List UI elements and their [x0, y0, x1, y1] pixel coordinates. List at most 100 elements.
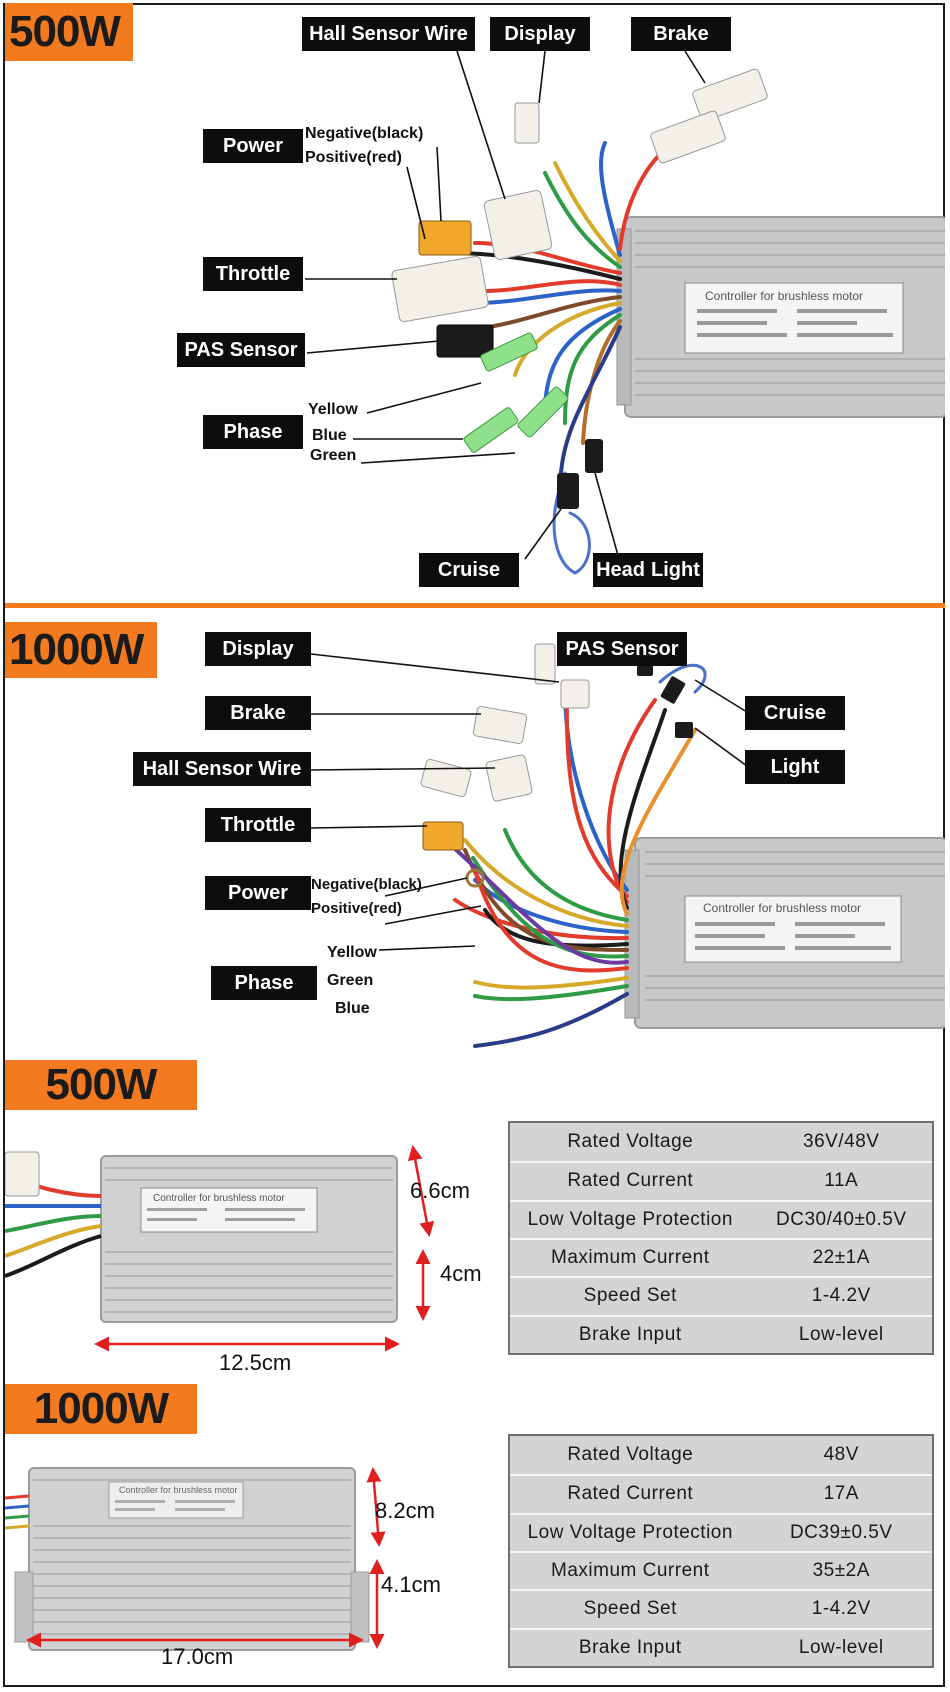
spec-table-1000w: Rated Voltage 48V Rated Current 17A Low Volt…: [508, 1434, 934, 1668]
spec-key: Brake Input: [578, 1636, 682, 1658]
controller-body-1000w: Controller for brushless motor: [14, 1467, 370, 1651]
spec-value: Low-level: [798, 1323, 884, 1345]
spec-controller-label-500w: Controller for brushless motor: [153, 1193, 285, 1204]
label-pas-sensor: PAS Sensor: [177, 333, 305, 367]
dimension-height-500w: 6.6cm: [410, 1178, 470, 1203]
spec-panel-1000w: 1000W Controller for brushless motor: [5, 1376, 945, 1686]
spec-panel-500w: 500W Controller for brushless motor: [5, 1056, 945, 1376]
spec-row: Rated Current 11A: [510, 1161, 932, 1199]
dimension-depth-1000w: 4.1cm: [381, 1572, 441, 1597]
controller-wires-1000w: [5, 1494, 30, 1530]
label-light-1000w: Light: [745, 750, 845, 784]
note-green: Green: [310, 447, 357, 464]
spec-row: Maximum Current 22±1A: [510, 1237, 932, 1276]
note-blue-1000w: Blue: [335, 1000, 370, 1017]
label-light: Light: [651, 558, 700, 581]
note-blue: Blue: [312, 427, 347, 444]
spec-value: 22±1A: [812, 1247, 870, 1269]
controller-body-500w: Controller for brushless motor: [100, 1155, 398, 1323]
spec-key: Low Voltage Protection: [527, 1521, 733, 1543]
spec-key: Rated Current: [567, 1170, 694, 1192]
spec-value: 35±2A: [812, 1560, 870, 1582]
label-cruise-1000w: Cruise: [745, 696, 845, 730]
controller-label-500w: Controller for brushless motor: [705, 289, 863, 303]
note-negative-black: Negative(black): [305, 125, 424, 142]
dimension-arrows-500w: [94, 1145, 435, 1352]
spec-key: Rated Current: [567, 1483, 694, 1505]
wattage-badge-500w: 500W: [5, 3, 133, 61]
spec-key: Low Voltage Protection: [527, 1208, 733, 1230]
controller-1000w: Controller for brushless motor: [624, 837, 945, 1029]
label-throttle: Throttle: [203, 257, 303, 291]
controller-label-1000w: Controller for brushless motor: [703, 901, 861, 915]
spec-row: Rated Current 17A: [510, 1474, 932, 1512]
spec-controller-label-1000w: Controller for brushless motor: [119, 1485, 238, 1495]
label-brake-1000w: Brake: [205, 696, 311, 730]
connectors-500w: [391, 68, 768, 509]
note-negative-black-1000w: Negative(black): [311, 876, 422, 893]
spec-value: 11A: [824, 1170, 859, 1192]
spec-key: Speed Set: [583, 1598, 677, 1620]
spec-value: 17A: [823, 1483, 859, 1505]
wiring-diagram-500w: Controller for brushless motor: [305, 50, 945, 575]
label-power-1000w: Power: [205, 876, 311, 910]
wiring-panel-1000w: Controller for brushless motor: [5, 610, 945, 1050]
wire-bundle-1000w: [443, 663, 707, 1048]
label-hall-sensor-wire: Hall Sensor Wire: [302, 17, 475, 51]
wiring-panel-500w: Controller for brushless motor: [5, 3, 945, 603]
label-display: Display: [490, 17, 590, 51]
spec-row: Rated Voltage 48V: [510, 1436, 932, 1474]
spec-value: 48V: [823, 1444, 859, 1466]
controller-photo-500w: Controller for brushless motor: [5, 1145, 435, 1352]
spec-value: DC30/40±0.5V: [776, 1208, 907, 1230]
spec-badge-1000w: 1000W: [5, 1384, 197, 1434]
spec-key: Brake Input: [578, 1323, 682, 1345]
wiring-diagram-1000w: Controller for brushless motor: [310, 643, 945, 1048]
spec-row: Rated Voltage 36V/48V: [510, 1123, 932, 1161]
label-power: Power: [203, 129, 303, 163]
label-phase: Phase: [203, 415, 303, 449]
spec-key: Rated Voltage: [567, 1131, 694, 1153]
dimension-length-1000w: 17.0cm: [161, 1644, 234, 1669]
label-throttle-1000w: Throttle: [205, 808, 311, 842]
controller-wires-500w: [5, 1151, 102, 1278]
spec-value: 1-4.2V: [811, 1598, 871, 1620]
spec-key: Maximum Current: [551, 1247, 710, 1269]
spec-row: Brake Input Low-level: [510, 1627, 932, 1666]
note-yellow: Yellow: [308, 401, 358, 418]
spec-table-500w: Rated Voltage 36V/48V Rated Current 11A Low …: [508, 1121, 934, 1355]
spec-key: Maximum Current: [551, 1560, 710, 1582]
dimension-height-1000w: 8.2cm: [375, 1498, 435, 1523]
label-phase-1000w: Phase: [211, 966, 317, 1000]
label-display-1000w: Display: [205, 632, 311, 666]
label-head: Head: [596, 558, 646, 581]
pointer-lines-1000w: [310, 650, 748, 951]
controller-500w: Controller for brushless motor: [616, 216, 945, 418]
dimension-arrows-1000w: [26, 1467, 386, 1649]
spec-row: Speed Set 1-4.2V: [510, 1589, 932, 1627]
note-positive-red-1000w: Positive(red): [311, 900, 402, 917]
spec-value: 36V/48V: [803, 1131, 880, 1153]
note-positive-red: Positive(red): [305, 149, 402, 166]
wattage-badge-1000w: 1000W: [5, 622, 157, 678]
dimension-depth-500w: 4cm: [440, 1261, 482, 1286]
spec-value: Low-level: [798, 1636, 884, 1658]
dimension-length-500w: 12.5cm: [219, 1350, 292, 1375]
label-hall-sensor-wire-1000w: Hall Sensor Wire: [133, 752, 311, 786]
spec-value: DC39±0.5V: [789, 1521, 893, 1543]
spec-key: Rated Voltage: [567, 1444, 694, 1466]
label-pas-sensor-1000w: PAS Sensor: [557, 632, 687, 666]
spec-badge-500w: 500W: [5, 1060, 197, 1110]
note-green-1000w: Green: [327, 972, 374, 989]
spec-row: Maximum Current 35±2A: [510, 1550, 932, 1589]
spec-row: Brake Input Low-level: [510, 1314, 932, 1353]
spec-row: Low Voltage Protection DC30/40±0.5V: [510, 1199, 932, 1238]
label-cruise: Cruise: [419, 553, 519, 587]
section-divider: [5, 603, 945, 608]
pointer-lines-500w: [305, 50, 706, 560]
spec-key: Speed Set: [583, 1285, 677, 1307]
note-yellow-1000w: Yellow: [327, 944, 377, 961]
label-brake: Brake: [631, 17, 731, 51]
controller-photo-1000w: Controller for brushless motor: [5, 1467, 386, 1651]
